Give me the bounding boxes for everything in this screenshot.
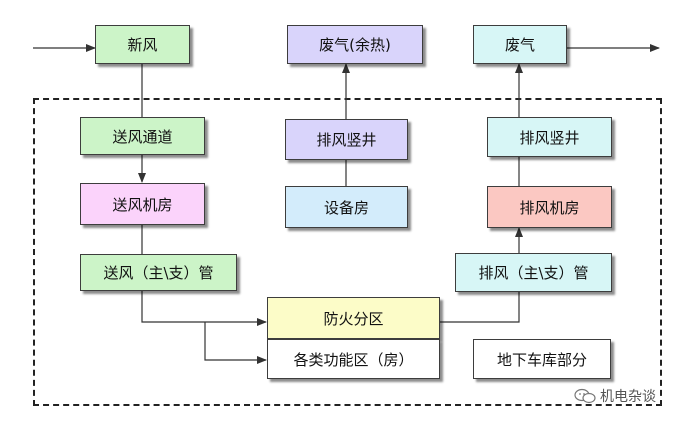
functional-areas-box: 各类功能区（房） [267, 339, 440, 379]
duct-to-functional-areas-arrow [204, 322, 267, 364]
fire-compartment-to-exhaust-duct-line [440, 292, 520, 323]
exhaust-machine-room-box: 排风机房 [487, 186, 612, 228]
building-boundary [33, 98, 662, 406]
exhaust-duct-box: 排风（主\支）管 [455, 253, 612, 292]
fire-compartment-box: 防火分区 [267, 297, 440, 339]
waste-heat-exhaust-box: 废气(余热) [287, 25, 423, 64]
duct-to-fire-compartment-arrow [141, 291, 267, 326]
watermark: 机电杂谈 [574, 386, 656, 406]
underground-garage-box: 地下车库部分 [473, 339, 611, 379]
fresh-air-box: 新风 [95, 25, 190, 64]
equipment-room-box: 设备房 [285, 186, 408, 228]
supply-machine-room-box: 送风机房 [80, 183, 205, 225]
wechat-icon [574, 388, 596, 404]
exhaust-shaft-center-box: 排风竖井 [285, 119, 408, 160]
exhaust-out-box: 废气 [473, 25, 567, 64]
supply-duct-box: 送风（主\支）管 [80, 254, 237, 291]
exhaust-shaft-right-box: 排风竖井 [487, 117, 612, 157]
supply-channel-box: 送风通道 [80, 117, 205, 155]
watermark-text: 机电杂谈 [600, 389, 656, 405]
